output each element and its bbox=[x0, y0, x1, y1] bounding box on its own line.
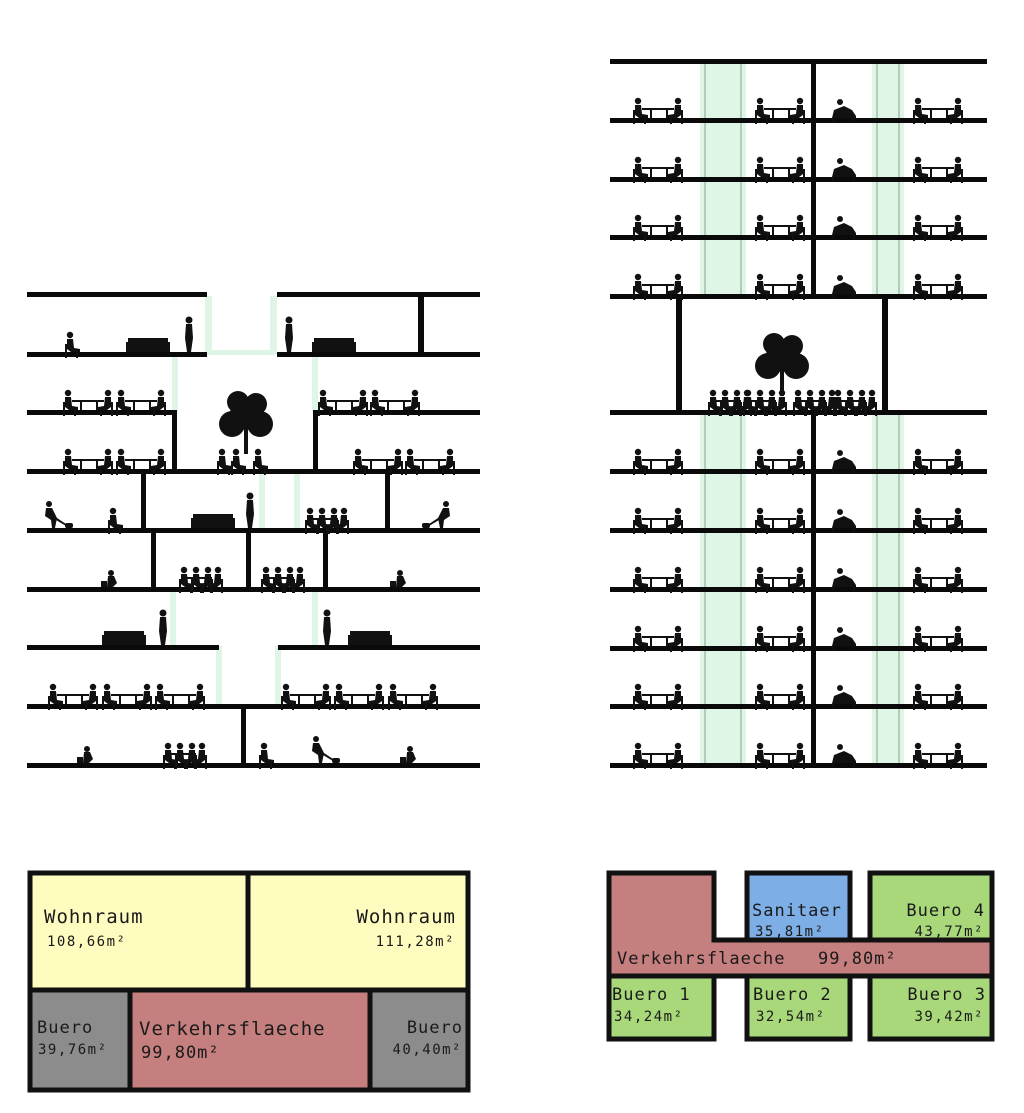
plan-left-room-buero-2 bbox=[367, 987, 471, 1093]
plan-left: Wohnraum 108,66m² Wohnraum 111,28m² Buer… bbox=[27, 870, 471, 1093]
plan-left-area-wohnraum-1: 108,66m² bbox=[47, 934, 126, 950]
upper-office-floors bbox=[633, 98, 963, 300]
plan-left-room-wohnraum-2 bbox=[245, 870, 471, 993]
plan-right-room-buero-4 bbox=[867, 870, 995, 943]
plan-right-label-buero-2: Buero 2 bbox=[753, 985, 832, 1005]
plan-right-area-buero-2: 32,54m² bbox=[756, 1009, 826, 1025]
plan-left-label-verkehrsflaeche: Verkehrsflaeche bbox=[139, 1018, 326, 1040]
plan-right-label-verkehrsflaeche: Verkehrsflaeche bbox=[617, 949, 786, 969]
plan-right-label-buero-3: Buero 3 bbox=[907, 985, 986, 1005]
plan-right-room-buero-2 bbox=[744, 973, 853, 1042]
plan-right-area-buero-3: 39,42m² bbox=[914, 1009, 984, 1025]
plan-right-room-buero-1 bbox=[606, 973, 717, 1042]
plan-right-area-sanitaer: 35,81m² bbox=[755, 924, 825, 940]
section-left-walls bbox=[141, 292, 424, 768]
plan-left-label-buero-2: Buero bbox=[407, 1018, 463, 1038]
plan-right-room-buero-3 bbox=[867, 973, 995, 1042]
section-right-people bbox=[633, 98, 963, 769]
sky-garden bbox=[708, 333, 877, 416]
plan-right-label-buero-1: Buero 1 bbox=[612, 985, 691, 1005]
plan-left-area-buero-1: 39,76m² bbox=[38, 1042, 108, 1058]
plan-left-label-buero-1: Buero bbox=[37, 1018, 93, 1038]
plan-right-label-buero-4: Buero 4 bbox=[906, 901, 985, 921]
plan-right-room-sanitaer bbox=[744, 870, 853, 943]
plan-left-room-buero-1 bbox=[27, 987, 133, 1093]
plan-right-area-buero-1: 34,24m² bbox=[614, 1009, 684, 1025]
section-left-glazing bbox=[170, 296, 318, 706]
plan-left-room-wohnraum-1 bbox=[27, 870, 251, 993]
plan-left-area-wohnraum-2: 111,28m² bbox=[376, 934, 455, 950]
section-right-slabs bbox=[610, 59, 987, 768]
plan-right-area-buero-4: 43,77m² bbox=[914, 924, 984, 940]
plan-left-area-verkehrsflaeche: 99,80m² bbox=[141, 1043, 220, 1063]
plan-left-label-wohnraum-2: Wohnraum bbox=[356, 906, 456, 928]
section-right-walls bbox=[676, 59, 888, 768]
plan-left-label-wohnraum-1: Wohnraum bbox=[44, 906, 144, 928]
lower-office-floors bbox=[633, 449, 963, 769]
section-left bbox=[27, 292, 480, 769]
plan-right: Sanitaer 35,81m² Buero 4 43,77m² Verkehr… bbox=[606, 870, 995, 1042]
plan-right-area-verkehrsflaeche: 99,80m² bbox=[818, 949, 897, 969]
plan-left-area-buero-2: 40,40m² bbox=[392, 1042, 462, 1058]
section-right bbox=[610, 59, 987, 769]
plan-right-label-sanitaer: Sanitaer bbox=[752, 901, 842, 921]
plan-left-room-verkehrsflaeche bbox=[127, 987, 373, 1093]
